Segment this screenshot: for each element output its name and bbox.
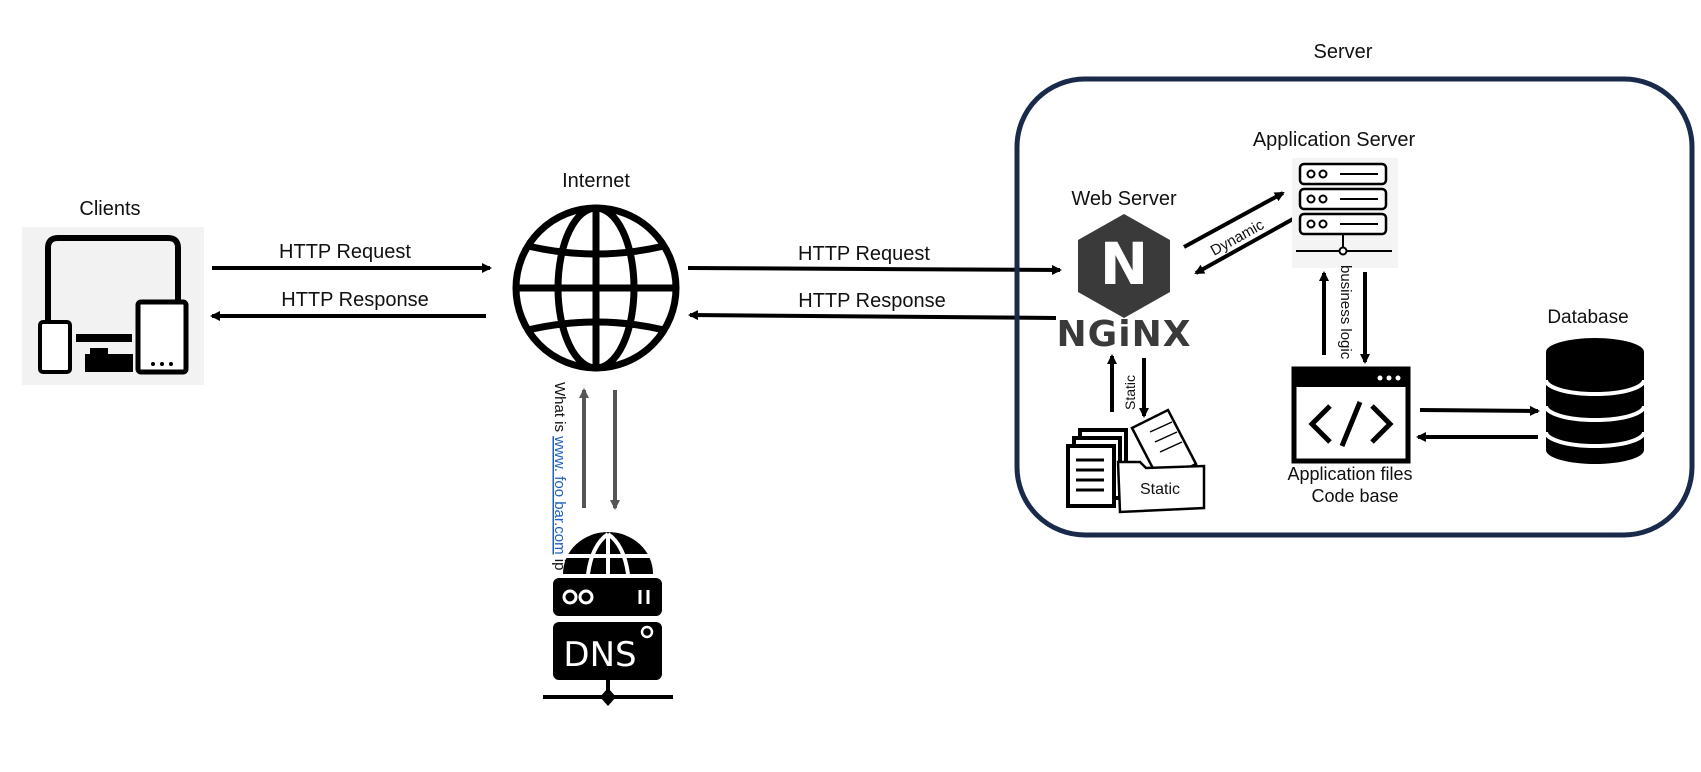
dns-query-label: What is www. foo bar.com ip <box>551 382 568 570</box>
web-server-label: Web Server <box>1071 188 1177 210</box>
internet-response-label: HTTP Response <box>798 290 945 312</box>
dns-server-icon: DNS <box>543 532 673 706</box>
clients-node: Clients <box>22 198 204 385</box>
internet-request-edge: HTTP Request <box>687 243 1062 275</box>
app-server-label: Application Server <box>1253 129 1416 151</box>
dns-text: DNS <box>563 635 636 675</box>
dynamic-edge: Dynamic <box>1183 191 1294 275</box>
web-server-node: Web Server N NGiNX <box>1057 188 1192 355</box>
database-node: Database <box>1544 307 1646 464</box>
app-files-line2: Code base <box>1311 486 1398 506</box>
dns-query-domain: www. foo bar.com <box>551 435 568 554</box>
nginx-logo-letter: N <box>1100 230 1149 298</box>
code-window-icon <box>1291 366 1411 464</box>
server-rack-icon <box>1292 158 1398 268</box>
client-request-edge: HTTP Request <box>212 241 492 273</box>
globe-icon <box>512 204 680 372</box>
nginx-logo-icon: N NGiNX <box>1057 214 1192 355</box>
client-response-edge: HTTP Response <box>210 289 486 321</box>
app-files-node: Application files Code base <box>1287 366 1413 506</box>
client-response-label: HTTP Response <box>281 289 428 311</box>
static-edge-label: Static <box>1122 375 1138 410</box>
static-edge: Static <box>1107 354 1149 418</box>
server-label: Server <box>1314 41 1373 63</box>
static-folder-label: Static <box>1140 481 1180 498</box>
database-edge <box>1416 405 1540 442</box>
internet-label: Internet <box>562 170 630 192</box>
server-group: Server <box>1014 41 1695 538</box>
business-logic-label: business logic <box>1337 265 1354 360</box>
static-files-node: Static <box>1066 408 1206 514</box>
internet-node: Internet <box>512 170 680 372</box>
app-files-line1: Application files <box>1287 464 1412 484</box>
dns-query-edge: What is www. foo bar.com ip <box>551 382 620 570</box>
nginx-wordmark: NGiNX <box>1057 314 1192 355</box>
clients-label: Clients <box>79 198 140 220</box>
app-server-node: Application Server <box>1253 129 1416 268</box>
internet-request-label: HTTP Request <box>798 243 930 265</box>
client-request-label: HTTP Request <box>279 241 411 263</box>
business-logic-edge: business logic <box>1319 265 1370 364</box>
devices-icon <box>22 227 204 385</box>
internet-response-edge: HTTP Response <box>688 290 1057 321</box>
dns-query-prefix: What is <box>551 382 568 436</box>
database-icon <box>1544 338 1646 464</box>
files-folder-icon: Static <box>1066 408 1206 514</box>
database-label: Database <box>1547 307 1628 328</box>
dns-node: DNS <box>543 532 673 706</box>
